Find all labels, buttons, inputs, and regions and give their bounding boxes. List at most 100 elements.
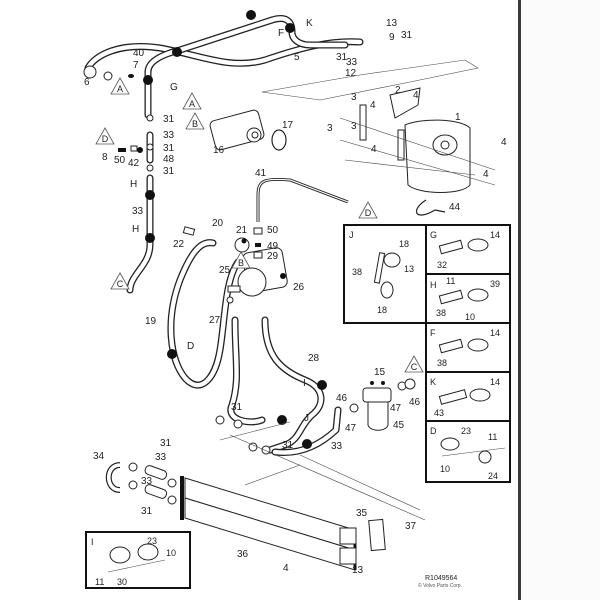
callout: 49: [267, 241, 279, 252]
panel-I-title: I: [91, 537, 94, 547]
clamp-part: [103, 71, 113, 81]
callout: 2: [395, 85, 401, 96]
callout: 4: [501, 137, 507, 148]
callout: 37: [405, 521, 417, 532]
callout: 31: [160, 438, 172, 449]
callout: 25: [219, 265, 231, 276]
panel-label: 11: [488, 432, 497, 442]
callout: 31: [163, 143, 175, 154]
callout: 33: [331, 441, 343, 452]
callout: 7: [133, 60, 139, 71]
cable-41: [256, 177, 349, 222]
callout: 13: [352, 565, 364, 576]
hose-33: [144, 484, 168, 499]
panel-label: 14: [490, 377, 500, 387]
callout: 3: [327, 123, 333, 134]
seal-50: [130, 145, 138, 152]
callout: 20: [212, 218, 224, 229]
joint-H-1: [145, 190, 155, 200]
callout: 31: [231, 402, 243, 413]
callout: 6: [84, 77, 90, 88]
panel-label: 39: [490, 279, 500, 289]
panel-F-title: F: [430, 328, 436, 338]
callout: 35: [356, 508, 368, 519]
marker-D: D: [365, 208, 372, 218]
callout: 47: [345, 423, 357, 434]
detail-panel-J: [343, 224, 427, 324]
bracket-2: [389, 87, 421, 119]
marker-D: D: [102, 134, 109, 144]
callout: 21: [236, 225, 248, 236]
callout: 3: [351, 121, 357, 132]
callout: K: [306, 18, 313, 29]
reference-id: R1049564: [425, 575, 457, 582]
panel-label: 32: [437, 260, 447, 270]
callout: 8: [102, 152, 108, 163]
callout: 33: [132, 206, 144, 217]
cooler-36: [180, 476, 386, 571]
callout: H: [130, 179, 137, 190]
panel-H-title: H: [430, 280, 437, 290]
callout: 34: [93, 451, 105, 462]
callout: 16: [213, 145, 225, 156]
washer-49: [255, 243, 261, 247]
panel-label: 43: [434, 408, 444, 418]
panel-label: 10: [166, 548, 176, 558]
callout: I: [303, 378, 306, 389]
callout: J: [304, 413, 309, 424]
panel-label: 14: [490, 328, 500, 338]
page-margin: [521, 0, 600, 600]
callout: 17: [282, 120, 294, 131]
marker-B: B: [192, 119, 198, 129]
callout: 15: [374, 367, 386, 378]
callout: 4: [483, 169, 489, 180]
marker-A: A: [189, 99, 195, 109]
panel-label: 23: [461, 426, 471, 436]
heater-1: [404, 119, 471, 216]
panel-J-title: J: [349, 230, 354, 240]
callout: 22: [173, 239, 185, 250]
assembly-guide-lines: [219, 421, 426, 521]
fuel-filter-45: [349, 378, 416, 431]
clamp-31: [146, 114, 154, 122]
detail-panel-D: [425, 420, 511, 483]
callout: 33: [163, 130, 175, 141]
callout: 4: [283, 563, 289, 574]
fuel-pump-25: [227, 247, 288, 297]
callout: 3: [351, 92, 357, 103]
callout: 42: [128, 158, 140, 169]
callout: 50: [267, 225, 279, 236]
clamps-31-mid: [215, 415, 271, 455]
joint-I: [317, 380, 327, 390]
callout: 31: [336, 52, 348, 63]
hose-33: [144, 465, 168, 480]
screw-15: [370, 381, 374, 385]
nipple-22: [182, 226, 196, 236]
hose-34: [105, 462, 121, 493]
panel-label: 38: [436, 308, 446, 318]
clamp-31: [146, 164, 154, 172]
callout: 48: [163, 154, 175, 165]
hose-33-right: [271, 406, 342, 457]
callout: F: [278, 28, 284, 39]
joint-J-1: [277, 415, 287, 425]
joint-G-top: [172, 47, 182, 57]
fitting-6: [83, 65, 97, 79]
callout: 40: [133, 48, 145, 59]
joint-G: [143, 75, 153, 85]
callout: 33: [155, 452, 167, 463]
callout: 31: [163, 114, 175, 125]
callout: G: [170, 82, 178, 93]
nut-27: [226, 296, 234, 304]
callout: 44: [449, 202, 461, 213]
callout: 9: [389, 32, 395, 43]
marker-C: C: [117, 279, 124, 289]
panel-K-title: K: [430, 377, 436, 387]
callout: 1: [455, 112, 461, 123]
pump-16: [209, 109, 265, 151]
screw-21: [241, 238, 247, 244]
callout: H: [132, 224, 139, 235]
bracket: [397, 129, 405, 161]
panel-D-title: D: [430, 426, 437, 436]
